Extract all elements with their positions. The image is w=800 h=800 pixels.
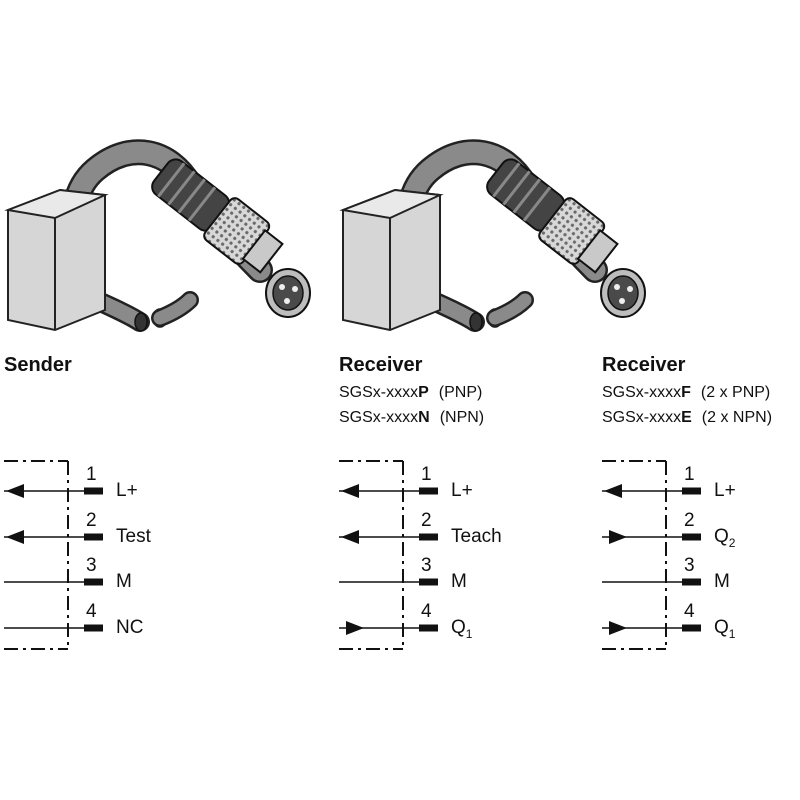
variant-suffix: F — [681, 384, 691, 401]
pin-label: L+ — [714, 480, 736, 502]
arrow-in-icon — [609, 621, 627, 635]
column-title: Sender — [4, 354, 72, 376]
pin-terminal — [682, 487, 701, 495]
arrow-out-icon — [604, 484, 622, 498]
column-title: Receiver — [602, 354, 686, 376]
pin-number: 3 — [684, 555, 695, 576]
variant-suffix: N — [418, 409, 430, 426]
pin-number: 4 — [421, 601, 432, 622]
pin-label-text: Q — [451, 617, 466, 638]
pin-label-text: L+ — [116, 480, 138, 501]
pin-number: 3 — [86, 555, 97, 576]
pin-terminal — [419, 487, 438, 495]
variant-prefix: SGSx-xxxx — [339, 384, 419, 401]
pin-number: 1 — [684, 464, 695, 485]
pin-label: Test — [116, 526, 151, 548]
pin-label: M — [714, 571, 730, 593]
pin-label: L+ — [451, 480, 473, 502]
pin-number: 1 — [86, 464, 97, 485]
arrow-out-icon — [341, 484, 359, 498]
pin-label-text: L+ — [714, 480, 736, 501]
variant-note: (2 x PNP) — [700, 384, 771, 401]
arrow-in-icon — [346, 621, 364, 635]
pin-label-subscript: 1 — [465, 626, 473, 641]
pin-terminal — [682, 578, 701, 586]
arrow-out-icon — [6, 530, 24, 544]
pin-terminal — [682, 624, 701, 632]
pin-terminal — [419, 624, 438, 632]
pin-terminal — [84, 533, 103, 541]
pin-number: 4 — [86, 601, 97, 622]
pin-label-subscript: 2 — [728, 535, 736, 550]
pin-terminal — [84, 578, 103, 586]
pin-terminal — [84, 624, 103, 632]
pin-number: 2 — [421, 510, 432, 531]
variant-note: (2 x NPN) — [701, 409, 773, 426]
connector-image-receiver — [343, 151, 645, 331]
variant-suffix: P — [418, 384, 429, 401]
pin-terminal — [419, 533, 438, 541]
pin-label-text: M — [451, 571, 467, 592]
wiring-diagrams — [4, 460, 701, 650]
pin-terminal — [419, 578, 438, 586]
connector-image-sender — [8, 151, 310, 331]
variant-line: SGSx-xxxxE (2 x NPN) — [602, 409, 772, 427]
pin-label: Q1 — [714, 617, 735, 641]
pin-label-text: Test — [116, 526, 151, 547]
pin-label: NC — [116, 617, 143, 639]
pin-number: 2 — [684, 510, 695, 531]
pin-label-text: Q — [714, 526, 729, 547]
pin-label-text: L+ — [451, 480, 473, 501]
pin-label: L+ — [116, 480, 138, 502]
column-title: Receiver — [339, 354, 423, 376]
pin-number: 1 — [421, 464, 432, 485]
variant-note: (NPN) — [439, 409, 485, 426]
variant-line: SGSx-xxxxF (2 x PNP) — [602, 384, 770, 402]
variant-prefix: SGSx-xxxx — [339, 409, 419, 426]
arrow-out-icon — [341, 530, 359, 544]
pin-terminal — [84, 487, 103, 495]
variant-suffix: E — [681, 409, 692, 426]
pin-label: Teach — [451, 526, 502, 548]
pin-label-text: NC — [116, 617, 144, 638]
pin-label-text: Teach — [451, 526, 502, 547]
pin-label-subscript: 1 — [728, 626, 736, 641]
pin-label-text: M — [116, 571, 132, 592]
arrow-in-icon — [609, 530, 627, 544]
pin-number: 3 — [421, 555, 432, 576]
variant-line: SGSx-xxxxN (NPN) — [339, 409, 484, 427]
pin-terminal — [682, 533, 701, 541]
arrow-out-icon — [6, 484, 24, 498]
variant-note: (PNP) — [438, 384, 483, 401]
pin-label-text: Q — [714, 617, 729, 638]
pin-label: Q1 — [451, 617, 472, 641]
pin-number: 2 — [86, 510, 97, 531]
pin-label: M — [451, 571, 467, 593]
variant-line: SGSx-xxxxP (PNP) — [339, 384, 482, 402]
variant-prefix: SGSx-xxxx — [602, 384, 682, 401]
pin-number: 4 — [684, 601, 695, 622]
variant-prefix: SGSx-xxxx — [602, 409, 682, 426]
pin-label: Q2 — [714, 526, 735, 550]
pin-label: M — [116, 571, 132, 593]
pin-label-text: M — [714, 571, 730, 592]
